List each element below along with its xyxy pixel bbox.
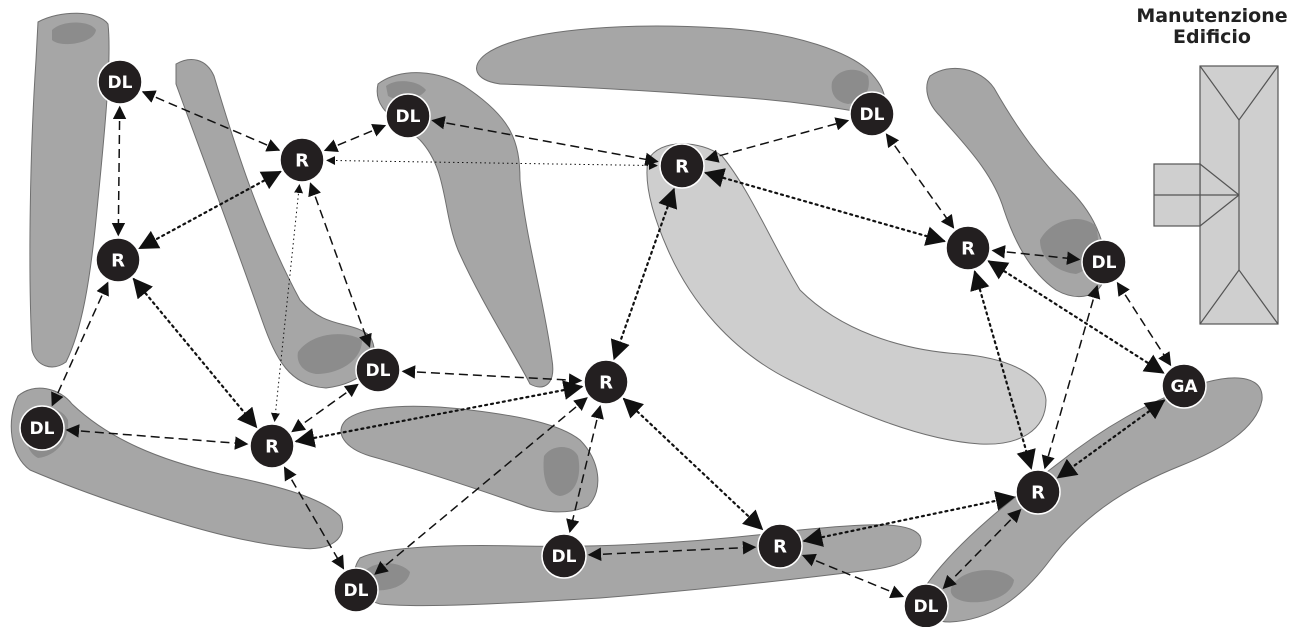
link-n7-n13	[1041, 284, 1101, 470]
link-n9-n14	[566, 404, 604, 534]
node-circle	[95, 237, 141, 283]
node-label: DL	[1092, 253, 1117, 273]
node-circle	[757, 523, 803, 569]
node-circle	[279, 137, 325, 183]
link-n1-n5	[138, 170, 282, 250]
node-label: DL	[860, 105, 885, 125]
node-circle	[541, 533, 587, 579]
link-n9-n15	[622, 397, 764, 531]
node-dl-n4: DL	[849, 91, 895, 137]
node-circle	[849, 91, 895, 137]
node-label: GA	[1170, 377, 1198, 397]
roof-ridge	[1199, 268, 1279, 325]
node-circle	[903, 583, 949, 627]
node-label: R	[961, 239, 975, 260]
node-dl-n11: DL	[19, 405, 65, 451]
link-n13-n17	[942, 508, 1022, 590]
node-circle	[97, 59, 143, 105]
node-label: R	[295, 151, 309, 172]
link-n2-n1	[323, 124, 387, 152]
terrain-blobs	[10, 12, 1263, 623]
node-label: DL	[30, 419, 55, 439]
link-n3-n4	[704, 117, 850, 163]
node-label: R	[1031, 483, 1045, 504]
node-label: R	[675, 157, 689, 178]
building-title-line2: Edificio	[1172, 26, 1251, 48]
building-title-line1: Manutenzione	[1136, 5, 1288, 27]
terrain-blob	[646, 143, 1047, 445]
building-title: Manutenzione Edificio	[1112, 6, 1312, 48]
link-n12-n16	[283, 466, 345, 570]
terrain-spot	[52, 22, 96, 45]
node-circle	[945, 225, 991, 271]
node-circle	[249, 423, 295, 469]
link-n6-n7	[991, 245, 1081, 265]
node-label: DL	[344, 581, 369, 601]
node-circle	[385, 93, 431, 139]
link-n8-n9	[401, 365, 583, 387]
link-n4-n6	[885, 133, 955, 229]
node-dl-n16: DL	[333, 567, 379, 613]
link-n9-n16	[374, 397, 588, 575]
node-ga-n10: GA	[1161, 363, 1207, 409]
node-dl-n17: DL	[903, 583, 949, 627]
node-label: DL	[366, 361, 391, 381]
node-r-n5: R	[95, 237, 141, 283]
link-n2-n3	[431, 116, 659, 166]
link-n15-n17	[801, 553, 905, 599]
node-label: R	[599, 373, 613, 394]
link-n1-n8	[308, 182, 372, 348]
node-label: R	[265, 437, 279, 458]
node-r-n15: R	[757, 523, 803, 569]
node-circle	[1161, 363, 1207, 409]
node-label: DL	[396, 107, 421, 127]
roof-ridge	[1199, 194, 1240, 227]
terrain-blob	[476, 25, 886, 115]
link-n0-n5	[111, 105, 127, 237]
node-circle	[19, 405, 65, 451]
node-r-n3: R	[659, 143, 705, 189]
link-n5-n12	[132, 277, 258, 429]
node-label: DL	[552, 547, 577, 567]
node-circle	[583, 359, 629, 405]
link-n10-n13	[1056, 399, 1166, 479]
node-dl-n8: DL	[355, 347, 401, 393]
link-n11-n12	[65, 424, 249, 450]
network-nodes: DL R DL R DL R R DL DL R GA DL R R DL R DL DL	[19, 59, 1207, 627]
link-n5-n11	[51, 281, 109, 407]
node-circle	[659, 143, 705, 189]
link-n3-n9	[610, 187, 678, 361]
link-n15-n13	[802, 491, 1016, 547]
node-r-n12: R	[249, 423, 295, 469]
node-label: R	[773, 537, 787, 558]
roof-ridge	[1199, 163, 1240, 196]
link-n7-n10	[1116, 281, 1172, 367]
node-circle	[1015, 469, 1061, 515]
node-r-n9: R	[583, 359, 629, 405]
network-links	[51, 90, 1172, 599]
maintenance-building	[1153, 65, 1279, 325]
node-dl-n14: DL	[541, 533, 587, 579]
link-n0-n1	[141, 90, 281, 152]
node-label: DL	[108, 73, 133, 93]
node-circle	[355, 347, 401, 393]
node-dl-n2: DL	[385, 93, 431, 139]
node-r-n6: R	[945, 225, 991, 271]
node-circle	[1081, 239, 1127, 285]
link-n3-n6	[704, 168, 946, 246]
node-r-n1: R	[279, 137, 325, 183]
node-dl-n0: DL	[97, 59, 143, 105]
node-circle	[333, 567, 379, 613]
terrain-blob	[354, 524, 922, 607]
node-label: DL	[914, 597, 939, 617]
node-r-n13: R	[1015, 469, 1061, 515]
link-n1-n3	[326, 156, 658, 170]
node-label: R	[111, 251, 125, 272]
link-n6-n13	[970, 270, 1036, 470]
terrain-blob	[29, 12, 110, 368]
node-dl-n7: DL	[1081, 239, 1127, 285]
